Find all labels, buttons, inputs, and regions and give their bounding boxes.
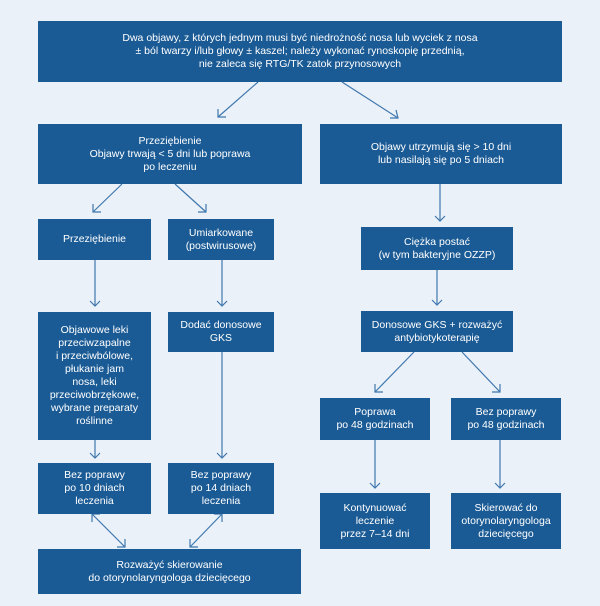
box-symptomatic-treatment-text: Objawowe leki przeciwzapalne i przeciwbó… [49,324,140,427]
box-initial-symptoms: Dwa objawy, z których jednym musi być ni… [38,21,562,82]
box-cold: Przeziębienie [38,219,151,260]
box-persistent-symptoms-text: Objawy utrzymują się > 10 dni lub nasila… [370,141,512,166]
box-improvement-48h: Poprawa po 48 godzinach [320,398,430,440]
arrow-to-no-improve [461,351,501,393]
box-no-improvement-48h-text: Bez poprawy po 48 godzinach [467,406,545,431]
arrowhead [189,539,198,548]
box-consider-referral-text: Rozważyć skierowanie do otorynolaryngolo… [88,558,251,584]
arrow-noimp10-to-refer-bottom [91,513,126,548]
arrow-left-to-moderate [174,183,207,213]
arrow-top-to-left [217,81,259,118]
box-refer-ent: Skierować do otorynolaryngologa dziecięc… [451,493,561,549]
arrowhead [494,482,506,489]
arrowhead [92,204,101,213]
arrowhead [390,109,399,119]
box-add-nasal-gks-text: Dodać donosowe GKS [180,319,262,344]
arrowhead [492,384,501,393]
arrowhead [217,109,226,118]
box-no-improvement-48h: Bez poprawy po 48 godzinach [451,398,561,440]
box-continue-treatment-text: Kontynuować leczenie przez 7–14 dni [340,501,410,540]
box-gks-antibiotic-text: Donosowe GKS + rozważyć antybiotykoterap… [371,318,503,344]
box-moderate: Umiarkowane (postwirusowe) [168,219,274,260]
arrowhead [434,215,446,222]
box-persistent-symptoms: Objawy utrzymują się > 10 dni lub nasila… [320,124,562,184]
arrowhead [89,452,101,459]
box-consider-referral: Rozważyć skierowanie do otorynolaryngolo… [38,549,301,594]
arrow-left-to-cold [92,183,123,213]
box-moderate-text: Umiarkowane (postwirusowe) [185,226,257,252]
arrowhead [216,300,228,307]
box-symptomatic-treatment: Objawowe leki przeciwzapalne i przeciwbó… [38,312,151,440]
arrow-to-improve [374,351,415,393]
arrowhead [214,513,223,522]
arrow-noimp14-to-refer-bottom [189,513,223,548]
arrowhead [117,539,126,548]
box-severe: Ciężka postać (w tym bakteryjne OZZP) [361,227,513,270]
box-cold-text: Przeziębienie [62,233,127,245]
box-no-improvement-14d-text: Bez poprawy po 14 dniach leczenia [190,469,252,507]
box-add-nasal-gks: Dodać donosowe GKS [168,312,274,352]
box-cold-main-text: Przeziębienie Objawy trwają < 5 dni lub … [89,134,251,173]
box-refer-ent-text: Skierować do otorynolaryngologa dziecięc… [461,501,551,540]
arrowhead [91,513,100,522]
arrowhead [431,299,443,306]
box-improvement-48h-text: Poprawa po 48 godzinach [336,406,414,431]
box-cold-main: Przeziębienie Objawy trwają < 5 dni lub … [38,124,302,184]
box-initial-symptoms-text: Dwa objawy, z których jednym musi być ni… [122,32,478,70]
box-continue-treatment: Kontynuować leczenie przez 7–14 dni [320,493,430,549]
arrow-top-to-right [341,81,399,119]
box-gks-antibiotic: Donosowe GKS + rozważyć antybiotykoterap… [361,311,513,352]
box-severe-text: Ciężka postać (w tym bakteryjne OZZP) [378,235,496,261]
arrowhead [374,384,383,393]
box-no-improvement-14d: Bez poprawy po 14 dniach leczenia [168,463,274,514]
arrowhead [369,482,381,489]
arrowhead [198,204,207,213]
arrowhead [89,300,101,307]
box-no-improvement-10d: Bez poprawy po 10 dniach leczenia [38,463,151,514]
arrowhead [216,452,228,459]
box-no-improvement-10d-text: Bez poprawy po 10 dniach leczenia [64,469,125,507]
